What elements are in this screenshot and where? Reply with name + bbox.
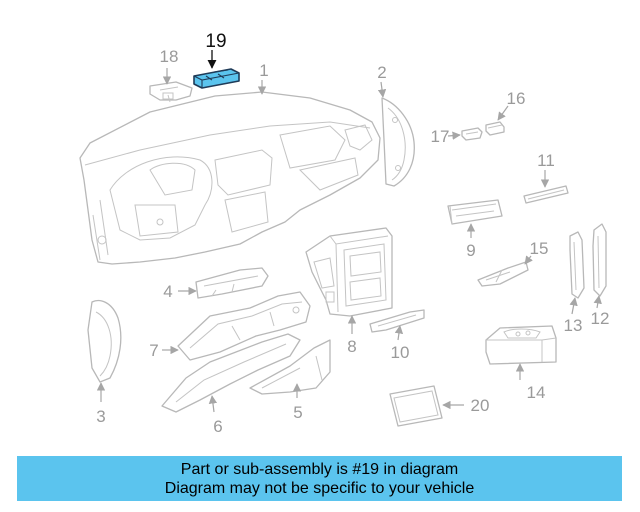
callout-13: 13 — [564, 316, 583, 335]
part-12-pillar-trim — [592, 223, 607, 297]
parts-diagram: 19 18 1 2 16 17 11 9 15 13 12 4 7 8 10 1… — [79, 31, 609, 436]
part-7-knee-bolster — [177, 291, 311, 361]
part-6-lower-cover — [161, 333, 301, 413]
callout-12: 12 — [591, 309, 610, 328]
banner-line-part: Part or sub-assembly is #19 in diagram — [180, 460, 459, 478]
callout-9: 9 — [466, 241, 475, 260]
part-18-bracket — [149, 81, 193, 103]
callout-6: 6 — [213, 417, 222, 436]
info-banner: Part or sub-assembly is #19 in diagram D… — [17, 456, 622, 501]
leader-10 — [394, 325, 404, 341]
leader-12 — [593, 295, 602, 309]
callout-17: 17 — [431, 127, 450, 146]
callout-10: 10 — [391, 343, 410, 362]
part-9-tray — [447, 199, 503, 225]
leader-17 — [447, 131, 461, 140]
banner-line-disclaimer: Diagram may not be specific to your vehi… — [164, 479, 475, 497]
callout-20: 20 — [471, 396, 490, 415]
part-11-trim-strip — [523, 185, 569, 204]
part-1-instrument-panel — [79, 91, 381, 265]
callout-3: 3 — [96, 407, 105, 426]
part-2-end-panel — [381, 97, 415, 187]
part-19-highlighted — [193, 68, 240, 89]
callout-16: 16 — [507, 89, 526, 108]
leader-2 — [377, 81, 387, 98]
callout-2: 2 — [377, 63, 386, 82]
callout-19: 19 — [205, 31, 226, 52]
callout-4: 4 — [163, 282, 172, 301]
part-13-pillar-trim — [569, 231, 585, 299]
callout-labels: 19 18 1 2 16 17 11 9 15 13 12 4 7 8 10 1… — [96, 31, 609, 436]
part-17-clip — [461, 127, 483, 141]
callout-8: 8 — [347, 337, 356, 356]
part-4-handle — [195, 267, 269, 299]
part-14-storage-box — [485, 325, 557, 365]
part-5-lower-trim — [249, 339, 331, 395]
leader-15 — [524, 255, 533, 265]
callout-14: 14 — [527, 383, 546, 402]
part-10-trim — [369, 309, 425, 333]
part-15-bracket — [477, 261, 529, 287]
callout-7: 7 — [149, 341, 158, 360]
callout-15: 15 — [530, 239, 549, 258]
part-8-console-frame — [305, 227, 393, 317]
callout-5: 5 — [293, 403, 302, 422]
leader-13 — [569, 297, 578, 315]
leader-16 — [497, 105, 509, 121]
part-16-clip — [485, 121, 505, 136]
part-3-side-cover — [87, 299, 122, 383]
callout-11: 11 — [537, 151, 555, 170]
leader-lines — [96, 50, 602, 413]
callout-1: 1 — [259, 61, 268, 80]
part-20-panel-cover — [389, 385, 443, 427]
leader-6 — [208, 395, 218, 413]
callout-18: 18 — [160, 47, 179, 66]
